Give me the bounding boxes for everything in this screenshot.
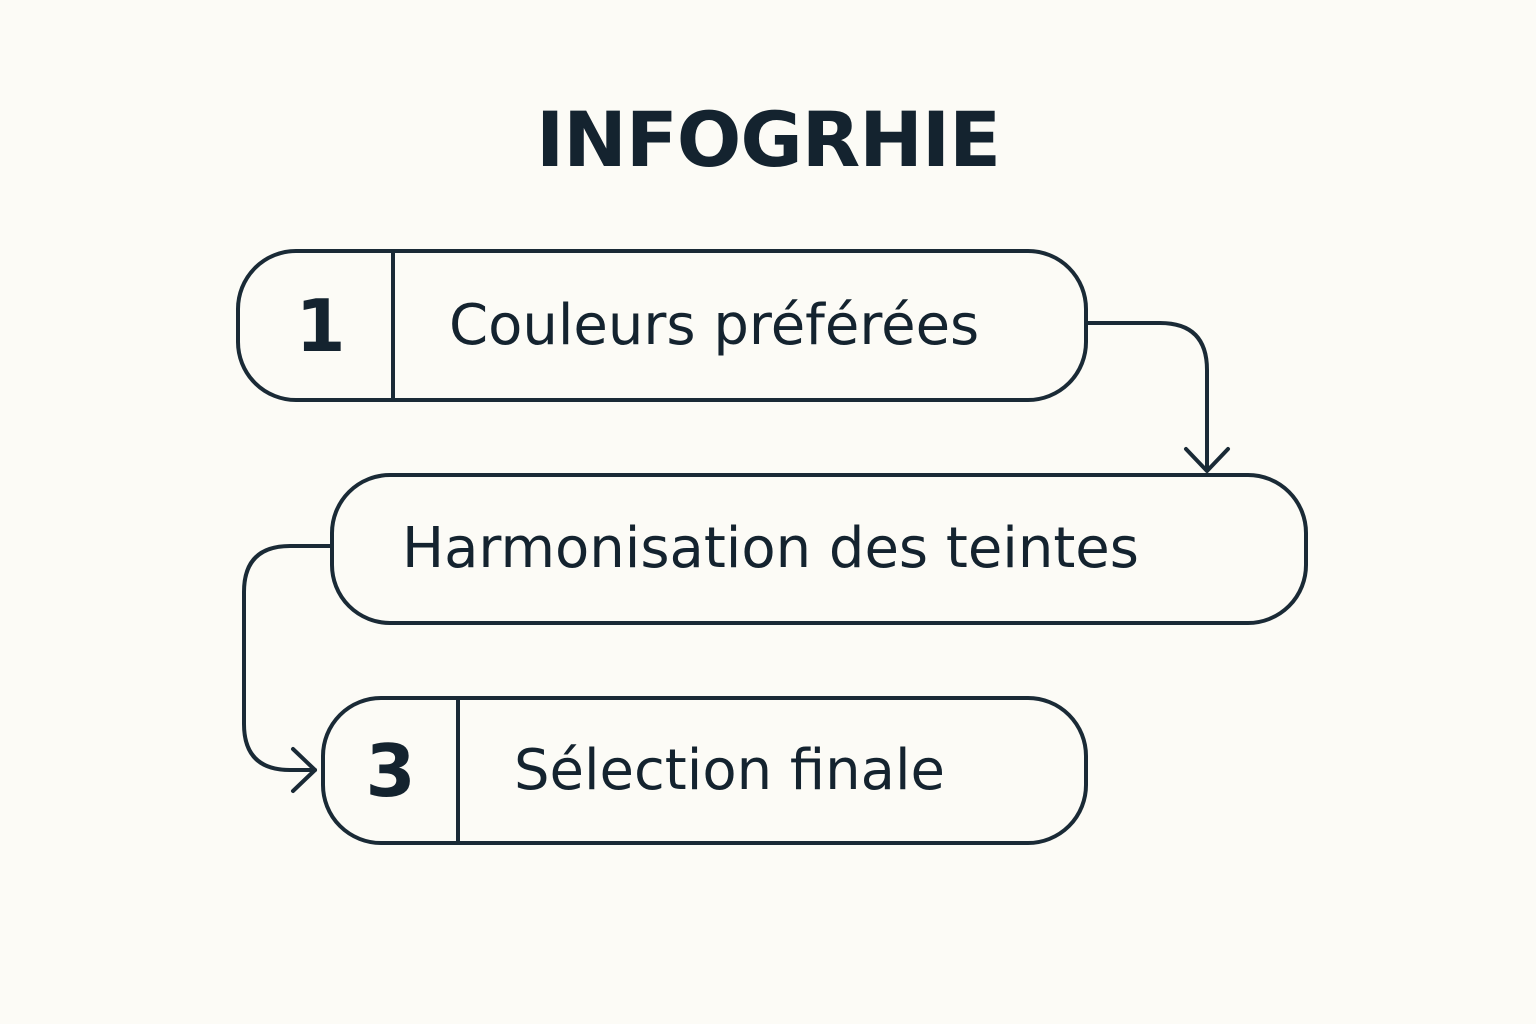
arrow-right-icon bbox=[291, 747, 317, 793]
arrow-down-icon bbox=[1184, 447, 1230, 473]
step-2-box: Harmonisation des teintes bbox=[330, 473, 1308, 625]
step-3-label: Sélection finale bbox=[514, 737, 945, 803]
step-2-label: Harmonisation des teintes bbox=[402, 516, 1139, 581]
step-1-box: 1 Couleurs préférées bbox=[236, 249, 1088, 402]
step-3-number: 3 bbox=[325, 700, 460, 841]
page-title: INFOGRHIE bbox=[535, 95, 1001, 184]
connector-step2-to-step3 bbox=[242, 544, 332, 772]
step-1-label: Couleurs préférées bbox=[449, 292, 980, 358]
connector-step1-to-step2 bbox=[1086, 321, 1209, 472]
step-1-number: 1 bbox=[240, 253, 395, 398]
step-3-box: 3 Sélection finale bbox=[321, 696, 1088, 845]
